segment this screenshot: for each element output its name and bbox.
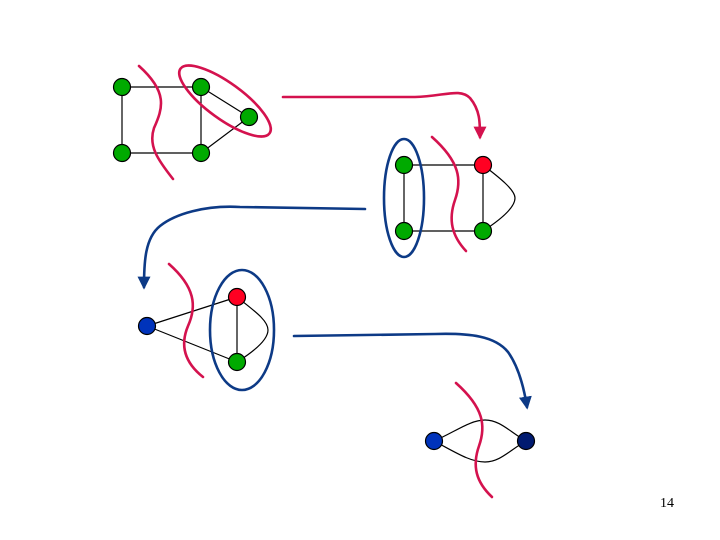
- node: [239, 107, 259, 127]
- node: [227, 287, 247, 307]
- node: [191, 77, 211, 97]
- cut-line: [430, 135, 468, 253]
- node: [473, 221, 493, 241]
- edge: [236, 296, 269, 363]
- node: [424, 431, 444, 451]
- cut-line: [137, 64, 175, 181]
- edge: [433, 419, 527, 442]
- node: [394, 155, 414, 175]
- node: [227, 352, 247, 372]
- graph-1: [112, 64, 273, 181]
- merge-group-ellipse: [177, 64, 273, 138]
- edge: [200, 86, 250, 118]
- graph-4: [424, 381, 536, 499]
- page-number: 14: [660, 496, 674, 511]
- edge: [146, 325, 238, 363]
- node: [394, 221, 414, 241]
- arrow-step-1: [281, 91, 487, 140]
- node: [112, 77, 132, 97]
- arrow-step-3: [292, 332, 532, 410]
- edge: [482, 164, 516, 232]
- cut-line: [167, 262, 205, 379]
- graph-2: [382, 135, 516, 259]
- node: [191, 143, 211, 163]
- arrow-step-2: [137, 205, 367, 290]
- graph-3: [137, 262, 276, 392]
- node: [112, 143, 132, 163]
- merge-group-ellipse: [382, 137, 426, 259]
- edge: [433, 440, 527, 463]
- edge: [200, 116, 250, 154]
- node: [516, 431, 536, 451]
- node: [137, 316, 157, 336]
- node: [473, 155, 493, 175]
- merge-group-ellipse: [208, 268, 276, 392]
- cut-line: [454, 381, 494, 499]
